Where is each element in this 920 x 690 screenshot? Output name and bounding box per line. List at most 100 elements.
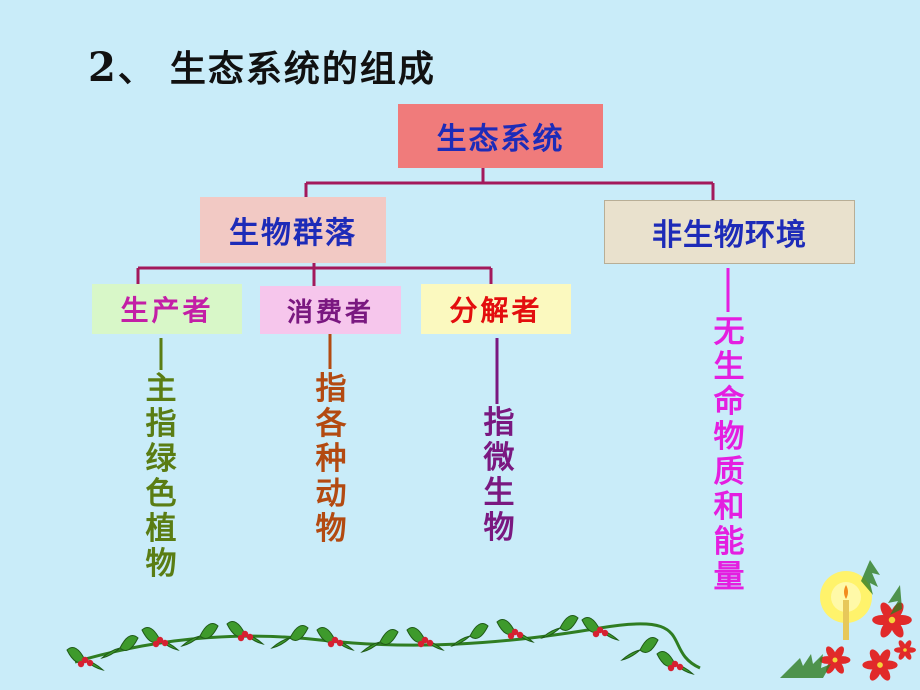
holly-berry-icon xyxy=(241,630,249,638)
node-abiotic-environment-label: 非生物环境 xyxy=(652,218,807,253)
holly-berry-icon xyxy=(246,633,254,641)
poinsettia-petal-icon xyxy=(880,619,894,638)
abiotic-desc-char: 量 xyxy=(713,559,745,595)
holly-berry-icon xyxy=(417,640,425,648)
holly-leaf-icon xyxy=(639,637,659,653)
node-ecosystem: 生态系统 xyxy=(398,104,603,168)
poinsettia-petal-icon xyxy=(833,646,844,661)
consumer-description: 指 各 种 动 物 xyxy=(311,372,351,547)
node-decomposer-label: 分解者 xyxy=(449,294,543,327)
decomposer-description: 指 微 生 物 xyxy=(479,406,519,546)
poinsettia-petal-icon xyxy=(880,602,894,621)
holly-leaf-icon xyxy=(270,637,292,649)
producer-desc-char: 植 xyxy=(145,511,177,547)
decomposer-desc-char: 指 xyxy=(483,405,515,441)
node-abiotic-environment: 非生物环境 xyxy=(604,200,855,264)
holly-berry-icon xyxy=(81,656,89,664)
holly-berry-icon xyxy=(421,636,429,644)
holly-berry-icon xyxy=(327,640,335,648)
abiotic-desc-char: 能 xyxy=(713,524,745,560)
node-ecosystem-label: 生态系统 xyxy=(436,122,565,157)
poinsettia-petal-icon xyxy=(904,640,912,651)
holly-berry-icon xyxy=(237,634,245,642)
holly-berry-icon xyxy=(336,639,344,647)
producer-desc-char: 指 xyxy=(145,406,177,442)
poinsettia-center-icon xyxy=(832,657,838,663)
holly-leaf-icon xyxy=(559,615,579,631)
producer-desc-char: 绿 xyxy=(145,441,177,477)
poinsettia-center-icon xyxy=(877,662,883,668)
consumer-desc-char: 各 xyxy=(315,406,347,442)
abiotic-description: 无 生 命 物 质 和 能 量 xyxy=(709,315,749,595)
holly-berry-icon xyxy=(507,632,515,640)
node-biotic-community: 生物群落 xyxy=(200,197,386,263)
holly-leaf-icon xyxy=(620,649,642,661)
consumer-desc-char: 种 xyxy=(315,441,347,477)
holly-berry-icon xyxy=(152,640,160,648)
title-number: 2 xyxy=(88,44,118,91)
holly-leaf-icon xyxy=(100,647,122,659)
title-separator: 、 xyxy=(117,49,156,90)
holly-berry-icon xyxy=(426,639,434,647)
holly-berry-icon xyxy=(592,630,600,638)
node-producer: 生产者 xyxy=(92,284,242,334)
page-title: 2、生态系统的组成 xyxy=(88,40,436,92)
producer-description: 主 指 绿 色 植 物 xyxy=(141,372,181,582)
poinsettia-petal-icon xyxy=(869,649,882,666)
holly-leaf-icon xyxy=(469,623,489,639)
holly-berry-icon xyxy=(671,660,679,668)
producer-desc-char: 物 xyxy=(145,546,177,582)
holly-berry-icon xyxy=(161,639,169,647)
poinsettia-petal-icon xyxy=(878,649,891,666)
abiotic-desc-char: 生 xyxy=(713,349,745,385)
holly-leaf-icon xyxy=(180,635,202,647)
holly-berry-icon xyxy=(516,631,524,639)
holly-leaf-icon xyxy=(119,635,139,651)
consumer-desc-char: 动 xyxy=(315,476,347,512)
holly-berry-icon xyxy=(86,659,94,667)
poinsettia-petal-icon xyxy=(826,646,837,661)
abiotic-desc-char: 质 xyxy=(713,454,745,490)
poinsettia-petal-icon xyxy=(890,619,904,638)
poinsettia-center-icon xyxy=(888,616,896,624)
node-consumer-label: 消费者 xyxy=(286,297,374,328)
poinsettia-petal-icon xyxy=(898,640,906,651)
producer-desc-char: 色 xyxy=(145,476,177,512)
node-biotic-community-label: 生物群落 xyxy=(229,216,357,251)
poinsettia-petal-icon xyxy=(869,664,882,681)
holly-berry-icon xyxy=(77,660,85,668)
poinsettia-center-icon xyxy=(903,648,907,652)
node-consumer: 消费者 xyxy=(260,286,401,334)
title-text: 生态系统的组成 xyxy=(169,49,436,90)
holly-berry-icon xyxy=(156,636,164,644)
holly-berry-icon xyxy=(676,663,684,671)
holly-berry-icon xyxy=(667,664,675,672)
decomposer-desc-char: 物 xyxy=(483,510,515,546)
holly-berry-icon xyxy=(601,629,609,637)
poinsettia-petal-icon xyxy=(833,659,844,674)
holly-leaf-icon xyxy=(289,625,309,641)
decomposer-desc-char: 生 xyxy=(483,475,515,511)
holly-berry-icon xyxy=(596,626,604,634)
consumer-desc-char: 指 xyxy=(315,371,347,407)
holly-leaf-icon xyxy=(540,627,562,639)
decomposer-desc-char: 微 xyxy=(483,440,515,476)
poinsettia-petal-icon xyxy=(898,649,906,660)
node-producer-label: 生产者 xyxy=(120,294,214,327)
holly-leaf-icon xyxy=(379,629,399,645)
poinsettia-petal-icon xyxy=(878,664,891,681)
producer-desc-char: 主 xyxy=(145,371,177,407)
consumer-desc-char: 物 xyxy=(315,511,347,547)
abiotic-desc-char: 和 xyxy=(713,489,745,525)
node-decomposer: 分解者 xyxy=(421,284,571,334)
poinsettia-petal-icon xyxy=(904,649,912,660)
holly-berry-icon xyxy=(511,628,519,636)
holly-leaf-icon xyxy=(360,641,382,653)
abiotic-desc-char: 无 xyxy=(713,314,745,350)
abiotic-desc-char: 命 xyxy=(713,384,745,420)
holly-berry-icon xyxy=(331,636,339,644)
holly-leaf-icon xyxy=(199,623,219,639)
